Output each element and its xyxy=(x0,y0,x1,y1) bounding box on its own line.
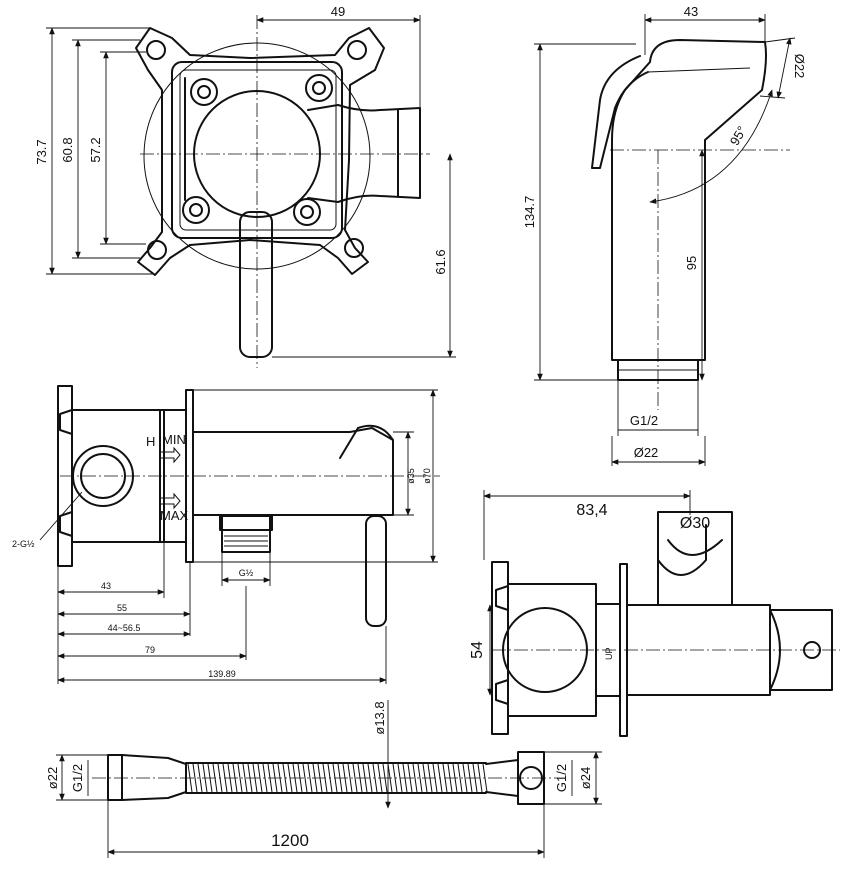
min-label: MIN xyxy=(162,432,186,447)
up-mark: UP xyxy=(604,647,614,660)
screw-hole-bottom-right-inner xyxy=(300,205,314,219)
hose-left-thread-label: G1/2 xyxy=(70,764,85,792)
dim-55-label: 55 xyxy=(117,603,127,613)
dim-79-label: 79 xyxy=(145,645,155,655)
dim-head-width-label: 43 xyxy=(684,4,698,19)
side-view: H MIN MAX 2-G½ ø35 ø70 G½ 43 55 44~56.5 … xyxy=(12,385,440,684)
dim-angle-arc xyxy=(649,89,773,204)
hose-view: ø22 G1/2 ø13.8 G1/2 ø24 1200 xyxy=(45,700,602,858)
screw-hole-bottom-left-inner xyxy=(189,203,203,217)
dim-width-label: 49 xyxy=(331,4,345,19)
max-arrow-icon xyxy=(159,492,181,510)
dim-d35-label: ø35 xyxy=(406,468,416,484)
dim-inner-height-label: 57.2 xyxy=(88,137,103,162)
dim-head-diameter-line xyxy=(776,37,792,99)
mounting-bracket xyxy=(135,27,385,276)
screw-hole-top-right-outer xyxy=(305,74,333,102)
dim-thread-label: G1/2 xyxy=(630,413,658,428)
inlet-label: 2-G½ xyxy=(12,539,35,549)
handshower-trigger xyxy=(591,55,649,169)
dim-head-diameter-ext-top xyxy=(764,37,796,43)
dim-hose-diameter-label: ø13.8 xyxy=(372,701,387,734)
dim-outlet-label: G½ xyxy=(239,568,254,578)
dim-holder-length-label: 83,4 xyxy=(576,502,607,519)
dim-hose-right-diameter-label: ø24 xyxy=(578,767,593,789)
dim-holder-diameter-label: Ø30 xyxy=(680,515,710,532)
dim-head-diameter-ext-bot xyxy=(759,95,786,99)
screw-hole-top-left-inner xyxy=(197,85,211,99)
holder-cap xyxy=(769,609,833,691)
side-lever xyxy=(365,515,387,627)
dim-body-length-label: 95 xyxy=(684,256,699,270)
dim-holder-height-label: 54 xyxy=(469,641,486,659)
corner-hole-bottom-right xyxy=(344,238,364,258)
screw-hole-top-right-inner xyxy=(312,81,326,95)
hose-left-cone xyxy=(121,754,187,801)
side-lever-pivot xyxy=(339,424,394,459)
handshower-body xyxy=(611,39,767,361)
dim-total-length-label: 134.7 xyxy=(522,196,537,229)
dim-head-diameter-label: Ø22 xyxy=(792,54,807,79)
inlet-leader xyxy=(39,491,83,541)
dim-hose-left-diameter-label: ø22 xyxy=(45,767,60,789)
dim-base-diameter-label: Ø22 xyxy=(634,445,659,460)
box-inner-frame-2 xyxy=(179,69,337,231)
dim-43-label: 43 xyxy=(101,581,111,591)
holder-bracket xyxy=(491,561,509,735)
holder-cradle-cup xyxy=(667,539,723,556)
hot-label: H xyxy=(146,434,155,449)
dim-outer-height-label: 73.7 xyxy=(34,139,49,164)
dim-hose-length-label: 1200 xyxy=(271,831,309,850)
handshower-head-line xyxy=(647,67,751,73)
dim-lever-label: 61.6 xyxy=(433,249,448,274)
side-outlet-connector xyxy=(221,514,271,553)
lever-handle xyxy=(239,211,273,358)
handshower-view: 43 Ø22 95° 134.7 95 G1/2 Ø22 xyxy=(522,4,807,466)
hose-left-nut xyxy=(107,754,123,801)
dim-range-label: 44~56.5 xyxy=(108,623,141,633)
corner-hole-top-left xyxy=(146,40,166,60)
side-inlet-inner xyxy=(80,453,126,499)
corner-hole-bottom-left xyxy=(147,240,167,260)
dim-total-label: 139.89 xyxy=(208,669,236,679)
holder-view: UP 83,4 Ø30 54 xyxy=(469,490,840,737)
corner-hole-top-right xyxy=(347,40,367,60)
screw-hole-bottom-left-outer xyxy=(182,196,210,224)
screw-hole-top-left-outer xyxy=(190,78,218,106)
top-view: 49 73.7 60.8 57.2 61.6 xyxy=(34,4,456,368)
holder-cradle xyxy=(657,511,733,606)
max-label: MAX xyxy=(160,508,189,523)
dim-d70-label: ø70 xyxy=(422,468,432,484)
hose-right-thread-label: G1/2 xyxy=(554,764,569,792)
side-outlet-nut xyxy=(219,515,273,531)
dim-mid-height-label: 60.8 xyxy=(60,137,75,162)
min-arrow-icon xyxy=(159,446,181,464)
side-valve-body xyxy=(192,427,394,516)
screw-hole-bottom-right-outer xyxy=(293,198,321,226)
outlet-spout-top xyxy=(307,104,421,203)
